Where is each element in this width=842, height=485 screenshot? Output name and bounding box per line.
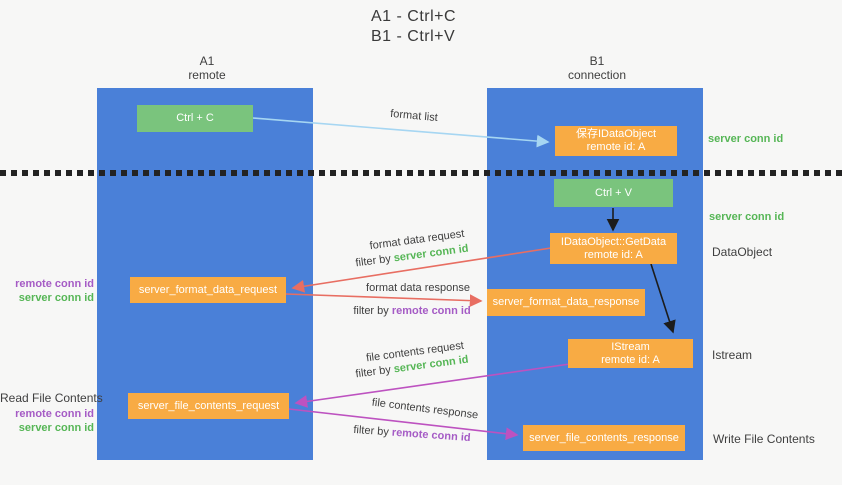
label-bottom-server-conn-id: server conn id xyxy=(18,422,94,434)
node-save-idataobject-line1: 保存IDataObject xyxy=(575,128,657,140)
label-dataobject: DataObject xyxy=(712,245,773,259)
label-mid-server-conn-id: server conn id xyxy=(18,292,94,304)
node-idataobject-getdata-line2: remote id: A xyxy=(584,248,643,261)
lane-b1-name: B1 xyxy=(589,54,605,68)
lane-a1-subtitle: remote xyxy=(188,68,226,82)
node-server-format-data-response-label: server_format_data_response xyxy=(492,296,640,308)
label-write-file-contents: Write File Contents xyxy=(713,432,815,446)
node-server-file-contents-response: server_file_contents_response xyxy=(523,425,685,451)
lane-b1-subtitle: connection xyxy=(567,68,627,82)
node-ctrl-c-label: Ctrl + C xyxy=(176,112,214,124)
diagram-title: A1 - Ctrl+C B1 - Ctrl+V xyxy=(371,7,456,47)
node-istream: IStream remote id: A xyxy=(568,339,693,368)
label-server-conn-id-top: server conn id xyxy=(708,133,784,145)
node-ctrl-v: Ctrl + V xyxy=(554,179,673,207)
node-idataobject-getdata-line1: IDataObject::GetData xyxy=(560,235,667,248)
node-istream-line2: remote id: A xyxy=(601,353,660,366)
separator-dotted-line xyxy=(0,170,842,176)
node-server-format-data-request-label: server_format_data_request xyxy=(138,283,278,296)
node-server-file-contents-request: server_file_contents_request xyxy=(128,393,289,419)
filter-prefix: filter by xyxy=(353,305,392,317)
lane-b1-header: B1 connection xyxy=(537,54,657,82)
node-server-file-contents-request-label: server_file_contents_request xyxy=(137,399,280,412)
diagram-title-line2: B1 - Ctrl+V xyxy=(371,28,456,45)
node-server-format-data-response: server_format_data_response xyxy=(487,289,645,316)
label-bottom-remote-conn-id: remote conn id xyxy=(15,408,94,420)
arrow-format-data-response xyxy=(285,293,483,307)
node-save-idataobject: 保存IDataObject remote id: A xyxy=(555,126,677,156)
node-server-file-contents-response-label: server_file_contents_response xyxy=(529,431,679,444)
label-mid-remote-conn-id: remote conn id xyxy=(15,278,94,290)
label-read-file-contents: Read File Contents xyxy=(0,391,103,405)
label-format-list: format list xyxy=(389,107,439,125)
filter-prefix: filter by xyxy=(354,252,395,270)
filter-id-remote-conn-id: remote conn id xyxy=(391,426,471,445)
filter-prefix: filter by xyxy=(353,423,393,439)
node-ctrl-c: Ctrl + C xyxy=(137,105,253,132)
node-ctrl-v-label: Ctrl + V xyxy=(595,186,632,199)
label-filter-by-remote-conn-id-2: filter by remote conn id xyxy=(337,423,487,445)
label-server-conn-id-mid: server conn id xyxy=(709,211,785,223)
diagram-title-line1: A1 - Ctrl+C xyxy=(371,8,457,25)
label-file-contents-response: file contents response xyxy=(371,396,479,422)
node-idataobject-getdata: IDataObject::GetData remote id: A xyxy=(550,233,677,264)
filter-id-remote-conn-id: remote conn id xyxy=(391,305,471,317)
node-istream-line1: IStream xyxy=(611,340,650,353)
filter-prefix: filter by xyxy=(354,363,395,381)
label-istream: Istream xyxy=(712,348,753,362)
label-format-data-response: format data response xyxy=(366,282,470,294)
node-save-idataobject-line2: remote id: A xyxy=(586,141,646,153)
label-filter-by-remote-conn-id-1: filter by remote conn id xyxy=(337,305,487,317)
lane-a1-name: A1 xyxy=(199,54,215,68)
node-server-format-data-request: server_format_data_request xyxy=(130,277,286,303)
lane-a1-header: A1 remote xyxy=(147,54,267,82)
